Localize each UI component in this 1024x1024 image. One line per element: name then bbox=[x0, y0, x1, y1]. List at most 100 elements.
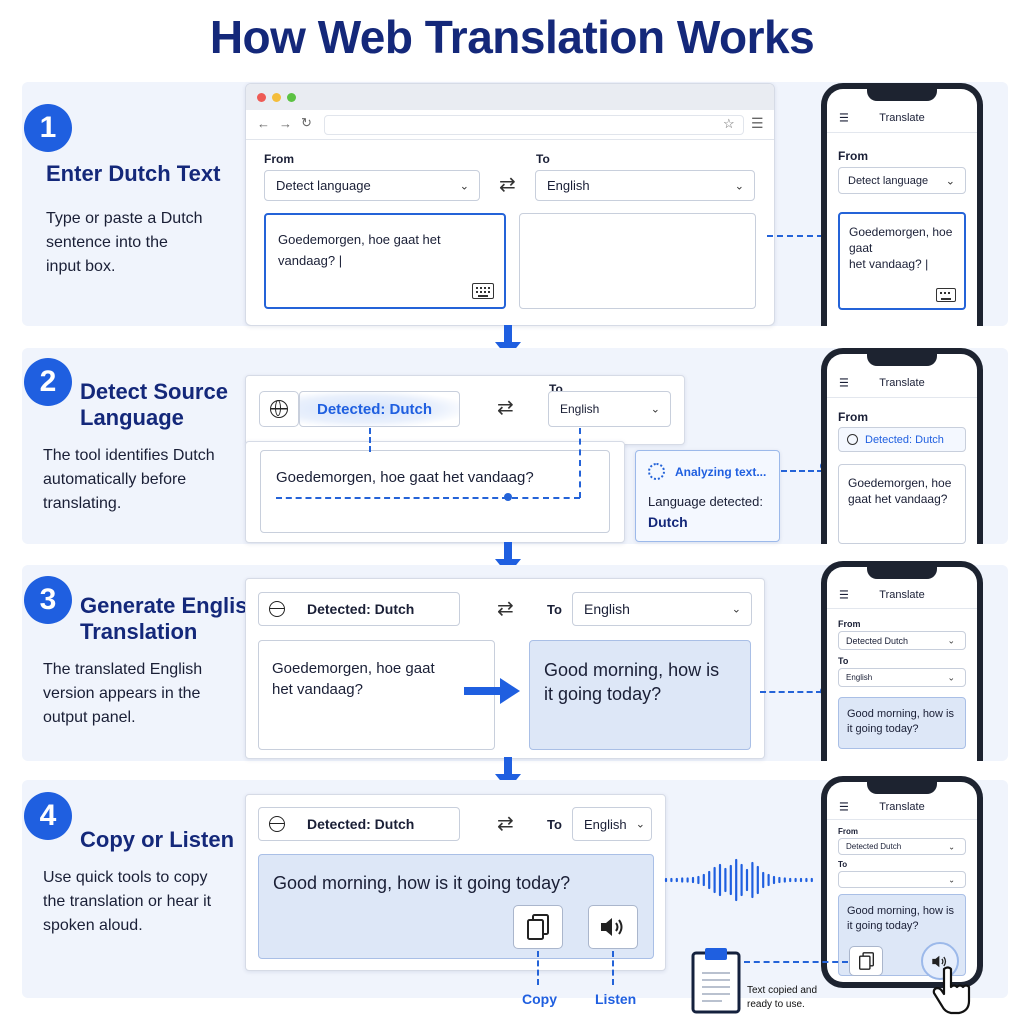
swap-icon[interactable]: ⇄ bbox=[497, 813, 514, 835]
chevron-down-icon: ⌄ bbox=[635, 818, 645, 831]
input-line: gaat het vandaag? bbox=[848, 492, 948, 506]
select-value: Detected Dutch bbox=[846, 842, 902, 851]
source-text-input[interactable]: Goedemorgen, hoe gaat het vandaag? bbox=[258, 640, 495, 750]
title-line: Detect Source bbox=[80, 379, 228, 404]
listen-button[interactable] bbox=[588, 905, 638, 949]
source-text-input[interactable]: Goedemorgen, hoe gaat het vandaag? bbox=[260, 450, 610, 533]
select-value: English bbox=[846, 673, 873, 682]
star-icon[interactable]: ☆ bbox=[723, 116, 735, 131]
menu-icon[interactable]: ☰ bbox=[839, 377, 849, 389]
output-line: Good morning, how is bbox=[847, 905, 954, 917]
phone-header-title: Translate bbox=[879, 588, 925, 601]
keyboard-icon[interactable] bbox=[472, 283, 494, 299]
hand-pointer-icon bbox=[932, 966, 971, 1015]
page-title: How Web Translation Works bbox=[209, 11, 815, 63]
step-4-number: 4 bbox=[24, 792, 72, 840]
phone-to-select[interactable]: ⌄ bbox=[838, 871, 966, 888]
menu-icon[interactable]: ☰ bbox=[839, 589, 849, 601]
source-text-input[interactable]: Goedemorgen, hoe gaat het vandaag? | bbox=[264, 213, 506, 309]
phone-from-label: From bbox=[838, 410, 868, 424]
step-1-number: 1 bbox=[24, 104, 72, 152]
to-language-select[interactable]: English ⌄ bbox=[535, 170, 755, 201]
swap-icon[interactable]: ⇄ bbox=[497, 397, 514, 419]
connector-line bbox=[579, 428, 581, 498]
reload-icon[interactable]: ↻ bbox=[301, 115, 312, 130]
phone-detected-chip[interactable]: Detected: Dutch bbox=[838, 427, 966, 452]
step-1-desc-line: input box. bbox=[46, 258, 116, 275]
select-value: English bbox=[584, 601, 630, 617]
phone-header: ☰ Translate bbox=[827, 368, 977, 398]
menu-icon[interactable]: ☰ bbox=[839, 112, 849, 124]
phone-listen-button[interactable] bbox=[921, 942, 959, 980]
phone-source-input[interactable]: Goedemorgen, hoe gaat het vandaag? | bbox=[838, 212, 966, 310]
connector-line bbox=[744, 961, 848, 963]
from-language-select[interactable]: Detect language ⌄ bbox=[264, 170, 480, 201]
menu-icon[interactable]: ☰ bbox=[839, 801, 849, 813]
input-text: Goedemorgen, hoe gaat het vandaag? bbox=[276, 469, 534, 486]
select-value: Detect language bbox=[276, 178, 371, 193]
minimize-dot[interactable] bbox=[272, 93, 281, 102]
output-line: Good morning, how is bbox=[847, 708, 954, 720]
detected-text: Detected: Dutch bbox=[307, 601, 415, 617]
to-language-select[interactable]: English ⌄ bbox=[548, 391, 671, 427]
to-label: To bbox=[547, 602, 562, 617]
step-2-number: 2 bbox=[24, 358, 72, 406]
detected-language-chip[interactable]: Detected: Dutch bbox=[299, 391, 460, 427]
swap-icon[interactable]: ⇄ bbox=[499, 174, 516, 196]
forward-icon[interactable]: → bbox=[279, 116, 292, 131]
to-language-select[interactable]: English ⌄ bbox=[572, 592, 752, 626]
input-line: Goedemorgen, hoe gaat bbox=[849, 225, 953, 255]
title-line: Language bbox=[80, 405, 184, 430]
target-text-output bbox=[519, 213, 756, 309]
step-2-desc: The tool identifies Dutch automatically … bbox=[43, 444, 215, 516]
globe-icon bbox=[847, 434, 858, 445]
phone-to-select[interactable]: English ⌄ bbox=[838, 668, 966, 687]
input-line: het vandaag? bbox=[272, 681, 363, 698]
sound-wave-icon bbox=[664, 858, 813, 902]
menu-icon[interactable]: ☰ bbox=[751, 115, 764, 131]
phone-from-select[interactable]: Detect language ⌄ bbox=[838, 167, 966, 194]
phone-mockup: ☰ Translate From Detected: Dutch Goedemo… bbox=[821, 348, 983, 544]
copied-message: Text copied and ready to use. bbox=[747, 984, 817, 1012]
spinner-icon bbox=[648, 463, 665, 480]
select-value: Detect language bbox=[848, 174, 929, 187]
close-dot[interactable] bbox=[257, 93, 266, 102]
step-4-desc-line: the translation or hear it bbox=[43, 893, 212, 910]
connector-line bbox=[537, 951, 539, 985]
phone-mockup: ☰ Translate From Detected Dutch ⌄ To ⌄ G… bbox=[821, 776, 983, 988]
swap-icon[interactable]: ⇄ bbox=[497, 598, 514, 620]
speaker-icon bbox=[601, 918, 623, 936]
connector-line bbox=[760, 691, 822, 693]
address-bar[interactable] bbox=[324, 115, 744, 135]
phone-screen: ☰ Translate From Detected Dutch ⌄ To ⌄ G… bbox=[827, 782, 977, 982]
select-value: English bbox=[560, 402, 600, 416]
copy-button[interactable] bbox=[513, 905, 563, 949]
phone-from-select[interactable]: Detected Dutch ⌄ bbox=[838, 838, 966, 855]
step-4-desc-line: Use quick tools to copy bbox=[43, 869, 208, 886]
phone-screen: ☰ Translate From Detected: Dutch Goedemo… bbox=[827, 354, 977, 544]
chevron-down-icon: ⌄ bbox=[948, 842, 955, 851]
globe-icon bbox=[270, 400, 288, 418]
output-line: it going today? bbox=[544, 684, 662, 704]
maximize-dot[interactable] bbox=[287, 93, 296, 102]
output-text: Good morning, how is it going today? bbox=[273, 873, 571, 893]
phone-from-select[interactable]: Detected Dutch ⌄ bbox=[838, 631, 966, 650]
detected-language-chip[interactable]: Detected: Dutch bbox=[258, 807, 460, 841]
globe-button[interactable] bbox=[259, 391, 299, 427]
to-language-select[interactable]: English ⌄ bbox=[572, 807, 652, 841]
phone-copy-button[interactable] bbox=[849, 946, 883, 976]
speaker-icon bbox=[932, 955, 947, 967]
phone-notch bbox=[867, 782, 937, 794]
keyboard-icon[interactable] bbox=[936, 288, 956, 302]
phone-source-input[interactable]: Goedemorgen, hoe gaat het vandaag? bbox=[838, 464, 966, 544]
select-value: English bbox=[547, 178, 590, 193]
output-line: it going today? bbox=[847, 920, 919, 932]
output-line: it going today? bbox=[847, 723, 919, 735]
translate-arrow bbox=[464, 678, 520, 704]
step-3-desc-line: output panel. bbox=[43, 709, 136, 726]
phone-mockup: ☰ Translate From Detected Dutch ⌄ To Eng… bbox=[821, 561, 983, 761]
back-icon[interactable]: ← bbox=[257, 116, 270, 131]
phone-header-title: Translate bbox=[879, 376, 925, 389]
detected-language-chip[interactable]: Detected: Dutch bbox=[258, 592, 460, 626]
select-value: English bbox=[584, 816, 627, 832]
